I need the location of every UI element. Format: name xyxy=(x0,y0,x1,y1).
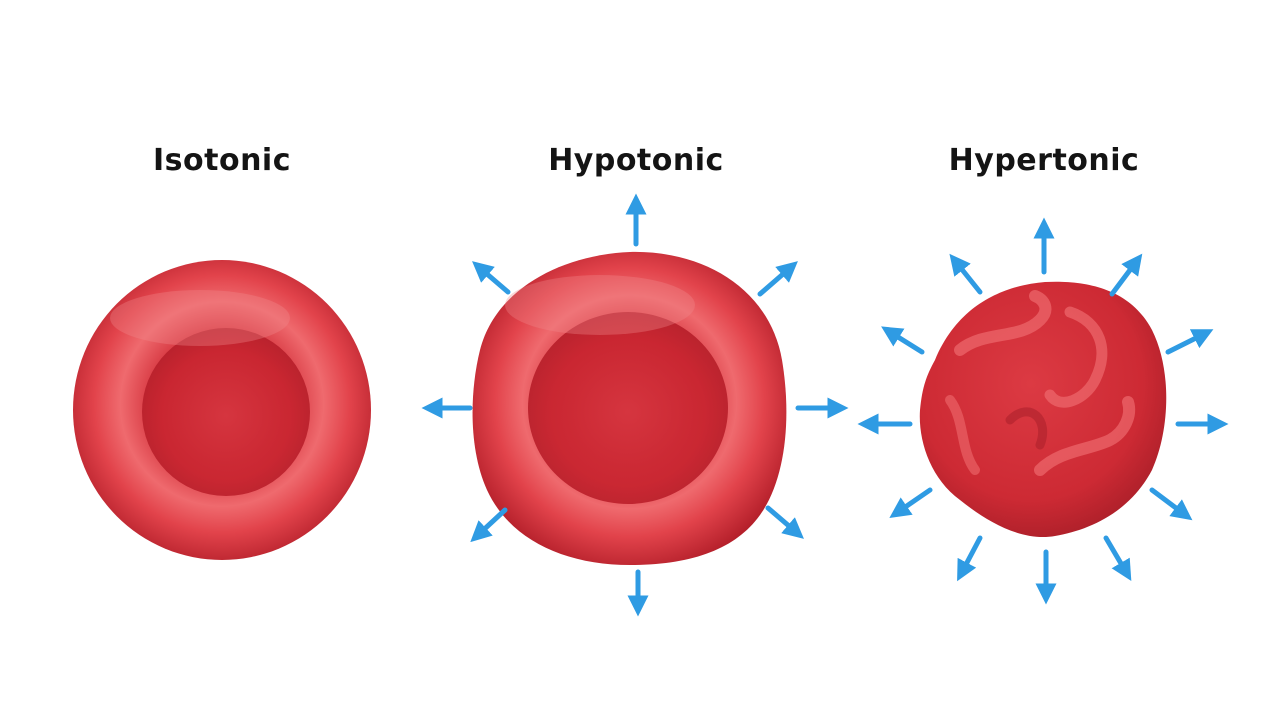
arrow-icon xyxy=(1103,535,1132,582)
hypotonic-label: Hypotonic xyxy=(548,143,724,178)
hypotonic-cell xyxy=(472,251,787,565)
hypertonic-label: Hypertonic xyxy=(948,143,1140,178)
arrow-icon xyxy=(1165,329,1214,355)
arrow-icon xyxy=(881,326,925,355)
isotonic-cell xyxy=(73,260,371,560)
arrow-icon xyxy=(757,261,798,297)
arrow-icon xyxy=(889,487,933,518)
arrow-icon xyxy=(949,253,983,295)
hypertonic-cell xyxy=(919,281,1167,538)
arrow-icon xyxy=(472,261,511,295)
hypertonic-arrows xyxy=(857,217,1229,605)
arrow-icon xyxy=(470,507,508,543)
arrow-icon xyxy=(765,505,804,539)
arrow-icon xyxy=(957,535,983,582)
arrow-icon xyxy=(1149,487,1193,521)
hypotonic-arrows xyxy=(421,193,849,617)
isotonic-label: Isotonic xyxy=(152,143,291,178)
arrow-icon xyxy=(1109,253,1143,297)
